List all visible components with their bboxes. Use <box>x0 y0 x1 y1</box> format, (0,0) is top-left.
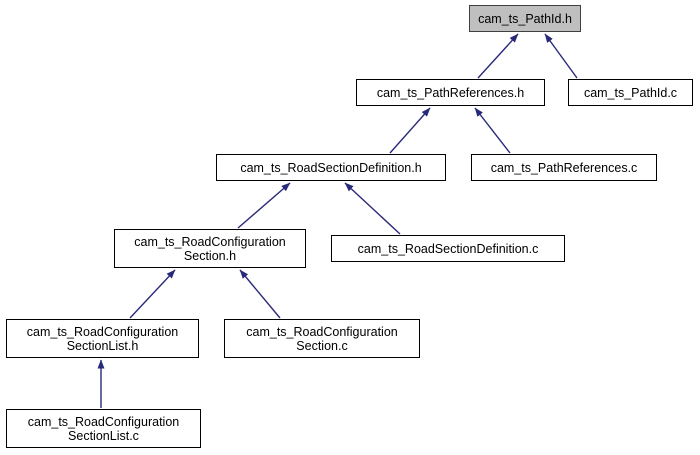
graph-node-road_configuration_section_h[interactable]: cam_ts_RoadConfiguration Section.h <box>114 229 306 268</box>
graph-node-label: cam_ts_RoadConfiguration Section.h <box>134 234 286 263</box>
graph-edge-road_configuration_section_c-to-road_configuration_section_h <box>239 269 281 319</box>
graph-edge-road_section_definition_h-to-path_references_h <box>389 107 431 154</box>
graph-node-road_section_definition_c[interactable]: cam_ts_RoadSectionDefinition.c <box>331 235 565 262</box>
graph-node-label: cam_ts_PathReferences.c <box>490 160 638 175</box>
graph-edge-road_configuration_section_h-to-road_section_definition_h <box>237 182 291 229</box>
graph-edge-road_section_definition_c-to-road_section_definition_h <box>344 182 401 235</box>
graph-node-road_configuration_section_c[interactable]: cam_ts_RoadConfiguration Section.c <box>224 319 420 358</box>
graph-node-label: cam_ts_RoadConfiguration SectionList.c <box>27 414 180 443</box>
graph-node-path_id_h[interactable]: cam_ts_PathId.h <box>469 5 581 32</box>
graph-node-label: cam_ts_PathReferences.h <box>376 85 525 100</box>
graph-node-label: cam_ts_RoadSectionDefinition.h <box>240 160 422 175</box>
graph-node-path_references_c[interactable]: cam_ts_PathReferences.c <box>471 154 657 181</box>
graph-node-road_section_definition_h[interactable]: cam_ts_RoadSectionDefinition.h <box>216 154 446 181</box>
graph-node-label: cam_ts_RoadConfiguration Section.c <box>246 324 398 353</box>
graph-node-label: cam_ts_RoadSectionDefinition.c <box>357 241 539 256</box>
graph-edge-road_configuration_section_list_h-to-road_configuration_section_h <box>129 269 176 319</box>
graph-node-path_references_h[interactable]: cam_ts_PathReferences.h <box>356 79 545 106</box>
graph-edge-path_id_c-to-path_id_h <box>544 33 578 79</box>
graph-node-label: cam_ts_PathId.h <box>478 11 572 26</box>
graph-edge-path_references_c-to-path_references_h <box>474 107 511 154</box>
graph-node-road_configuration_section_list_c[interactable]: cam_ts_RoadConfiguration SectionList.c <box>6 409 201 448</box>
graph-node-label: cam_ts_RoadConfiguration SectionList.h <box>26 324 179 353</box>
graph-node-road_configuration_section_list_h[interactable]: cam_ts_RoadConfiguration SectionList.h <box>6 319 199 358</box>
graph-edge-path_references_h-to-path_id_h <box>477 33 519 79</box>
graph-node-path_id_c[interactable]: cam_ts_PathId.c <box>568 79 693 106</box>
graph-node-label: cam_ts_PathId.c <box>583 85 678 100</box>
